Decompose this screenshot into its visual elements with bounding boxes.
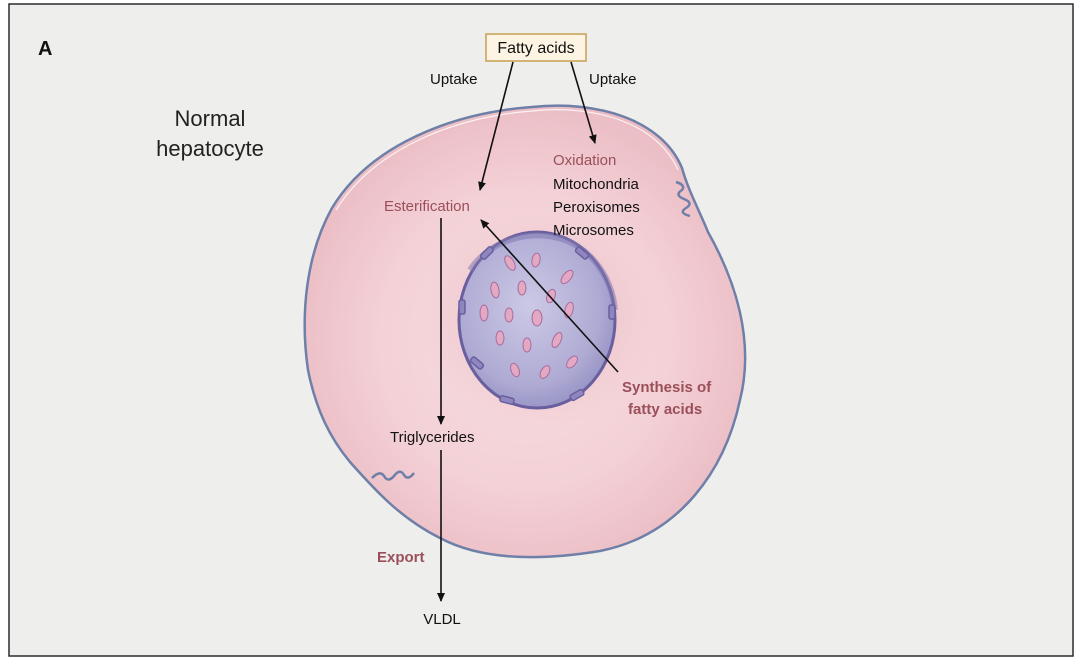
panel-label: A xyxy=(38,38,52,60)
cell-title-line2: hepatocyte xyxy=(156,136,264,161)
fatty-acids-label: Fatty acids xyxy=(497,40,574,57)
triglycerides-label: Triglycerides xyxy=(390,429,474,446)
esterification-label: Esterification xyxy=(384,198,470,215)
export-label: Export xyxy=(377,549,425,566)
uptake-left-label: Uptake xyxy=(430,71,478,88)
cell-title-line1: Normal xyxy=(175,106,246,131)
oxidation-site-mitochondria: Mitochondria xyxy=(553,176,640,193)
uptake-right-label: Uptake xyxy=(589,71,637,88)
synthesis-label-line1: Synthesis of xyxy=(622,379,712,396)
oxidation-label: Oxidation xyxy=(553,152,616,169)
synthesis-label-line2: fatty acids xyxy=(628,401,702,418)
oxidation-site-microsomes: Microsomes xyxy=(553,222,634,239)
vldl-label: VLDL xyxy=(423,611,461,628)
oxidation-site-peroxisomes: Peroxisomes xyxy=(553,199,640,216)
